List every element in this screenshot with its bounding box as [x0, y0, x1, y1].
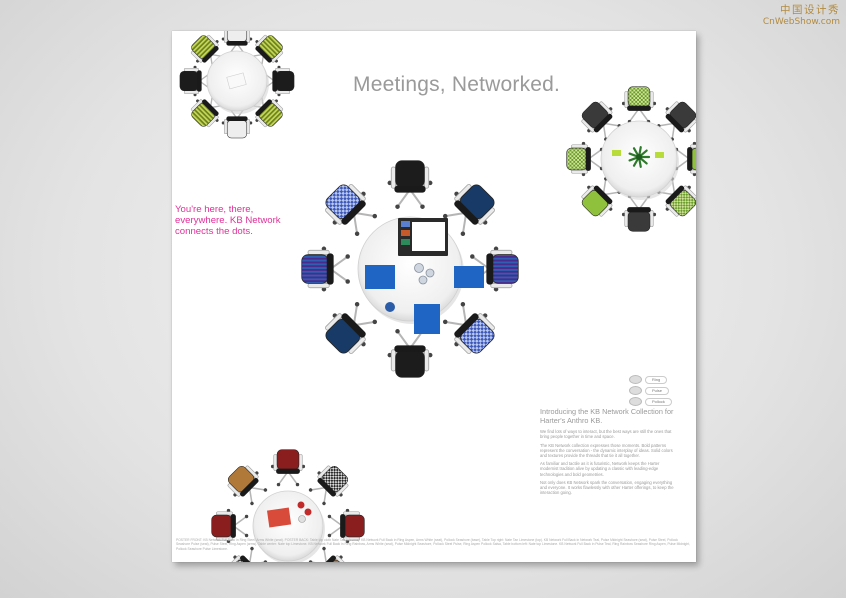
legend-label: Pollock	[645, 397, 672, 406]
legend-item-pollock: Pollock	[629, 396, 685, 407]
group-center-chair	[442, 184, 495, 237]
group-center-chair	[325, 184, 378, 237]
group-top-left-chair	[221, 105, 253, 139]
group-top-right-chair	[657, 101, 696, 141]
group-top-left-chair	[247, 91, 284, 128]
group-center-chair	[387, 160, 433, 209]
intro-title: Introducing the KB Network Collection fo…	[540, 407, 674, 425]
watermark-url: CnWebShow.com	[762, 17, 840, 27]
furniture-illustration	[179, 31, 696, 562]
table-items	[365, 218, 484, 334]
legend-label: Ring	[645, 375, 668, 384]
swatch-icon	[629, 375, 642, 384]
group-bottom-left-chair	[327, 508, 365, 544]
group-top-right-chair	[581, 101, 621, 141]
intro-text-block: Introducing the KB Network Collection fo…	[540, 407, 675, 498]
group-top-right-chair	[581, 177, 621, 217]
poster: Meetings, Networked. You're here, there,…	[172, 31, 696, 562]
group-center-chair	[442, 301, 495, 354]
fabric-legend: Ring Pulse Pollock	[629, 374, 685, 407]
legend-label: Pulse	[645, 386, 670, 395]
swatch-icon	[629, 386, 642, 395]
product-credits: POSTER FRONT: KB Network Full Back in Ri…	[176, 538, 691, 551]
legend-item-ring: Ring	[629, 374, 685, 385]
poster-headline: Meetings, Networked.	[353, 73, 561, 96]
table-items	[226, 72, 247, 90]
group-center-chair	[301, 246, 350, 292]
watermark-chinese: 中国设计秀	[780, 4, 840, 16]
group-top-right-chair	[621, 194, 657, 232]
group-top-left-chair	[190, 34, 227, 71]
group-center-chair	[325, 301, 378, 354]
group-top-right-chair	[657, 177, 696, 217]
swatch-icon	[629, 397, 642, 406]
group-bottom-left-chair	[308, 465, 349, 506]
group-top-right-chair	[566, 141, 604, 177]
group-bottom-left-chair	[308, 546, 349, 562]
group-center-chair	[387, 329, 433, 378]
poster-tagline: You're here, there, everywhere. KB Netwo…	[175, 204, 281, 237]
table-items	[266, 501, 312, 528]
watermark: 中国设计秀 CnWebShow.com	[763, 4, 840, 28]
intro-paragraph: Not only does KB Network spark the conve…	[540, 479, 674, 496]
group-bottom-left-table	[252, 490, 324, 562]
intro-paragraph: The KB Network collection expresses thos…	[540, 442, 673, 458]
table-items	[612, 146, 664, 168]
intro-paragraph: As familiar and tactile as it is futuris…	[540, 461, 660, 477]
group-bottom-left-chair	[227, 465, 268, 506]
group-top-right-chair	[621, 86, 657, 124]
group-top-left-chair	[261, 65, 295, 97]
legend-item-pulse: Pulse	[629, 385, 685, 396]
intro-paragraph: We find lots of ways to interact, but th…	[540, 429, 672, 440]
group-bottom-left-chair	[227, 546, 268, 562]
group-bottom-left-chair	[270, 449, 306, 487]
group-bottom-left-chair	[211, 508, 249, 544]
